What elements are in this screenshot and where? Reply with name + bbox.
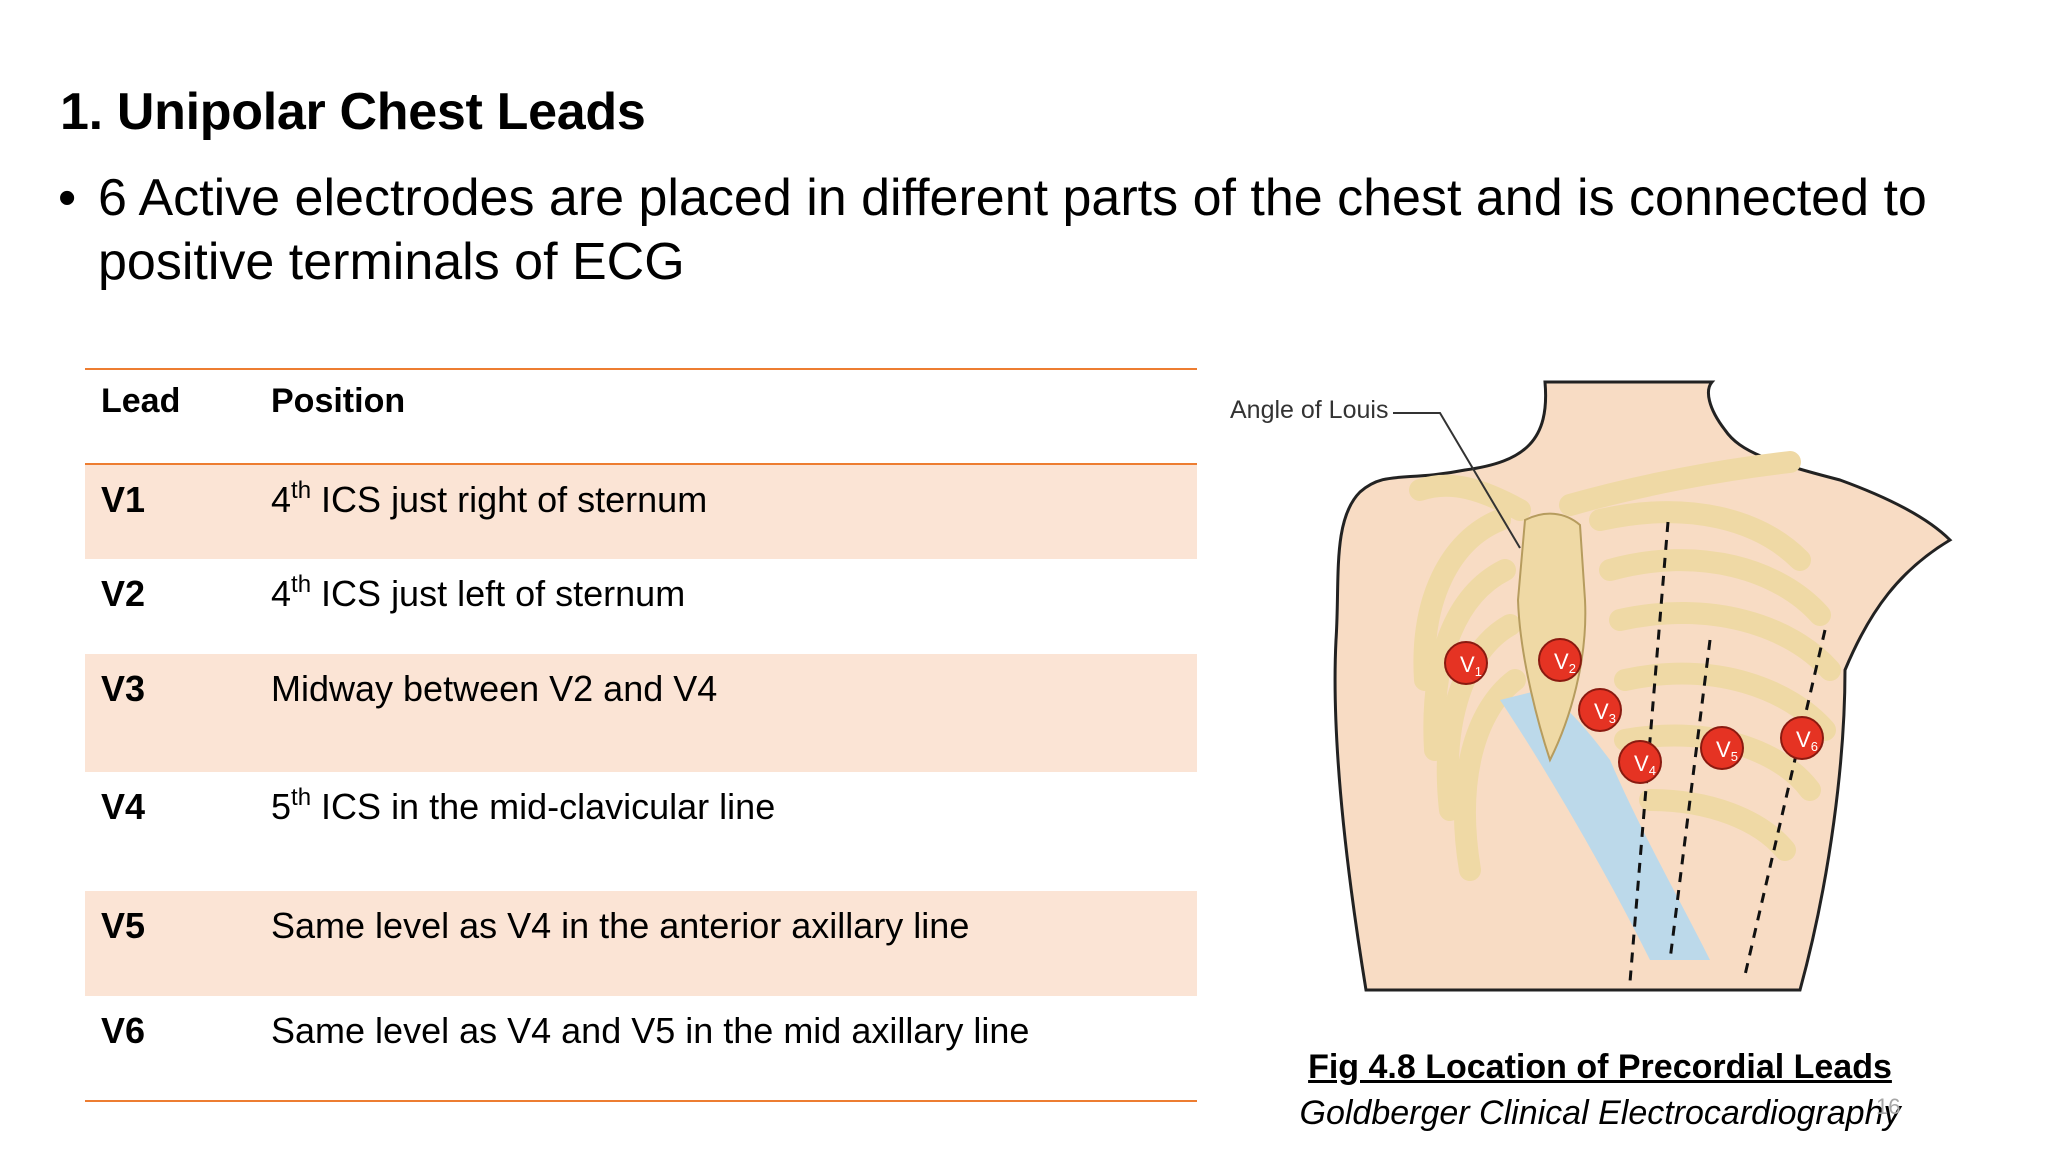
slide-title: 1. Unipolar Chest Leads	[60, 83, 646, 141]
electrode-v4-label: V4	[1634, 751, 1656, 778]
bullet-point: • 6 Active electrodes are placed in diff…	[58, 166, 2018, 294]
electrode-v3: V3	[1578, 688, 1622, 732]
sternum	[1516, 512, 1587, 763]
table-row: V6 Same level as V4 and V5 in the mid ax…	[85, 996, 1197, 1101]
electrode-v1-label: V1	[1460, 652, 1482, 679]
costal-cartilage	[1500, 690, 1710, 960]
angle-of-louis-label: Angle of Louis	[1230, 396, 1389, 424]
table-row: V4 5th ICS in the mid-clavicular line	[85, 772, 1197, 891]
electrode-v3-label: V3	[1594, 699, 1616, 726]
electrode-v5: V5	[1700, 726, 1744, 770]
lead-cell: V1	[101, 479, 146, 520]
table-row: V3 Midway between V2 and V4	[85, 654, 1197, 772]
position-cell: Same level as V4 and V5 in the mid axill…	[271, 1010, 1030, 1051]
table-header-row: Lead Position	[85, 369, 1197, 464]
lead-cell: V5	[101, 905, 146, 946]
position-cell: 5th ICS in the mid-clavicular line	[271, 784, 776, 828]
chest-lead-diagram: V1 V2 V3 V4 V5 V6	[1333, 380, 1953, 992]
figure-caption: Fig 4.8 Location of Precordial Leads	[1308, 1048, 1892, 1086]
clavicles	[1409, 451, 1801, 521]
angle-of-louis-pointer	[1393, 412, 1521, 549]
table-row: V5 Same level as V4 in the anterior axil…	[85, 891, 1197, 996]
electrode-v6-label: V6	[1796, 727, 1818, 754]
position-cell: Midway between V2 and V4	[271, 668, 718, 709]
bullet-symbol: •	[58, 169, 77, 227]
lead-cell: V4	[101, 786, 146, 827]
table-row: V2 4th ICS just left of sternum	[85, 559, 1197, 654]
table-row: V1 4th ICS just right of sternum	[85, 464, 1197, 559]
position-cell: 4th ICS just right of sternum	[271, 477, 708, 521]
page-number: 16	[1876, 1094, 1901, 1119]
figure-source: Goldberger Clinical Electrocardiography	[1299, 1094, 1901, 1132]
electrode-v5-label: V5	[1716, 737, 1738, 764]
lead-cell: V2	[101, 573, 146, 614]
lead-cell: V3	[101, 668, 146, 709]
electrode-v2: V2	[1538, 638, 1582, 682]
electrode-v1: V1	[1444, 641, 1488, 685]
electrode-v4: V4	[1618, 740, 1662, 784]
header-position: Position	[271, 382, 406, 420]
bullet-text: 6 Active electrodes are placed in differ…	[98, 169, 1927, 291]
lead-cell: V6	[101, 1010, 146, 1051]
reference-lines	[1628, 521, 1827, 983]
header-lead: Lead	[101, 382, 181, 420]
electrode-v6: V6	[1780, 716, 1824, 760]
position-cell: Same level as V4 in the anterior axillar…	[271, 905, 970, 946]
lead-position-table: Lead Position V1 4th ICS just right of s…	[85, 368, 1197, 1102]
position-cell: 4th ICS just left of sternum	[271, 571, 686, 615]
electrode-v2-label: V2	[1554, 649, 1576, 676]
